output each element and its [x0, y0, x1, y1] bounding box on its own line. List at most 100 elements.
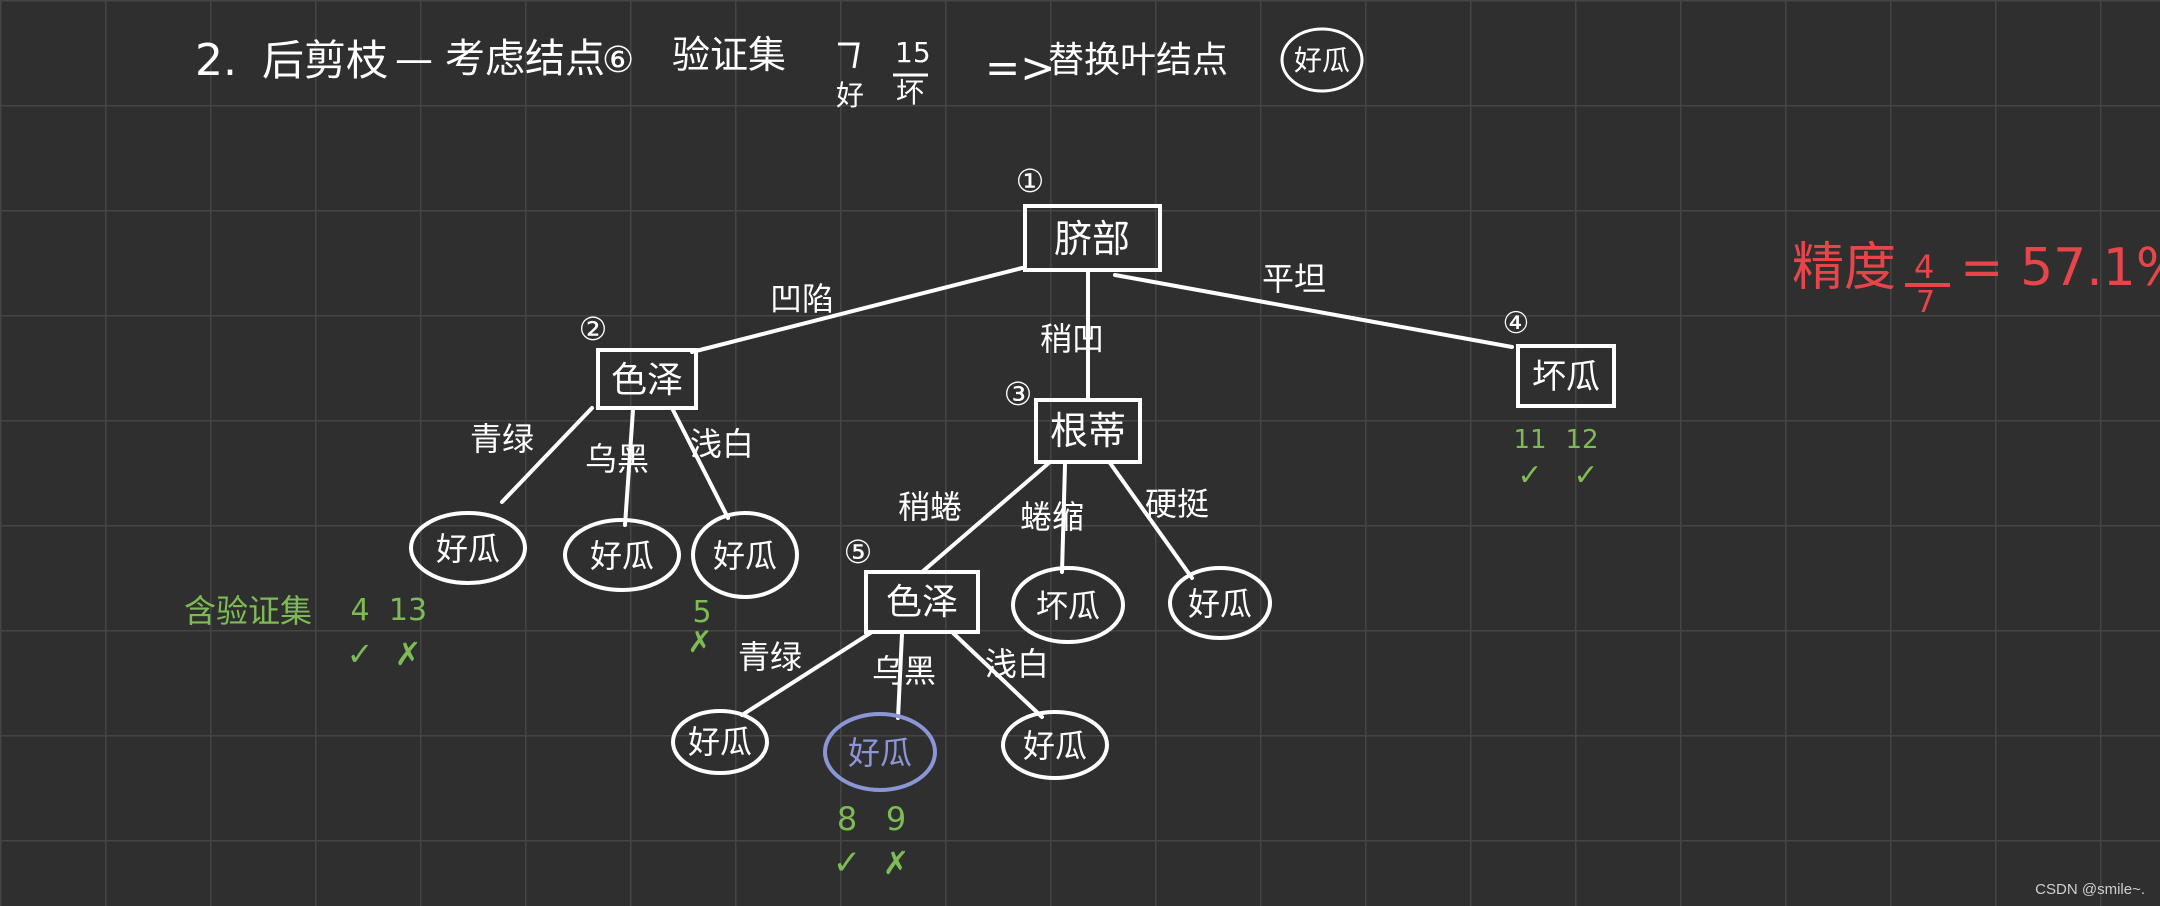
tree-node-4: ④ 坏瓜 [1503, 306, 1616, 408]
tree-node-5: ⑤ 色泽 [844, 533, 980, 634]
header-val-set: 验证集 [672, 33, 786, 77]
validation-label: 含验证集 [184, 592, 312, 630]
leaf-label-5: 好瓜 [1188, 585, 1252, 623]
leaf-label-3: 好瓜 [713, 537, 777, 575]
validation-mark-12: ✓ [1573, 458, 1598, 493]
edge-n3-l4 [1060, 463, 1067, 574]
tree-leaves: 好瓜 好瓜 好瓜 坏瓜 好瓜 好瓜 好瓜 好瓜 [409, 511, 1272, 792]
leaf-2: 好瓜 [563, 518, 681, 592]
node-label-4: 坏瓜 [1532, 357, 1600, 397]
leaf-8: 好瓜 [1001, 710, 1109, 780]
node-label-2: 色泽 [611, 360, 683, 401]
leaf-label-8: 好瓜 [1023, 727, 1087, 765]
header-replace: 替换叶结点 [1048, 40, 1228, 81]
validation-id-13: 13 [389, 593, 427, 628]
edge-label-qinglv-2: 青绿 [738, 638, 802, 676]
leaf-label-6: 好瓜 [688, 723, 752, 761]
leaf-ellipse-2 [563, 518, 681, 592]
node-box-3 [1034, 398, 1142, 464]
validation-annotations: 含验证集 4 13 ✓ ✗ 5 ✗ 8 9 ✓ ✗ 11 12 ✓ ✓ [184, 425, 1599, 883]
node-label-1: 脐部 [1054, 217, 1130, 261]
tree-node-1: ① 脐部 [1016, 162, 1162, 272]
edge-label-wuhei-2: 乌黑 [872, 652, 936, 690]
leaf-label-7: 好瓜 [848, 734, 912, 772]
leaf-1: 好瓜 [409, 511, 527, 585]
leaf-7-highlighted: 好瓜 [823, 712, 937, 792]
validation-mark-8: ✓ [833, 843, 862, 883]
edge-n1-n2 [690, 266, 1024, 354]
node-label-5: 色泽 [886, 582, 958, 623]
node-number-2: ② [579, 310, 608, 348]
precision-numerator: 4 [1914, 248, 1934, 286]
header-arrow: => [985, 43, 1055, 92]
validation-id-8: 8 [837, 800, 857, 838]
edge-label-shaoao: 稍凹 [1040, 320, 1104, 358]
validation-id-5: 5 [692, 595, 711, 630]
validation-id-11: 11 [1513, 425, 1546, 455]
validation-mark-13: ✗ [395, 635, 422, 673]
edge-n5-l6 [740, 630, 874, 717]
header-count-good: 15 [895, 36, 931, 69]
header-leaf-ellipse [1280, 27, 1364, 93]
header-count-bad: 好 [836, 79, 864, 112]
header-dash: — [395, 37, 433, 81]
leaf-ellipse-6 [671, 709, 769, 775]
header-consider: 考虑结点 [445, 36, 605, 82]
validation-mark-5: ✗ [687, 625, 712, 660]
edge-n2-l1 [500, 406, 594, 504]
precision-denominator: 7 [1916, 285, 1935, 320]
leaf-label-2: 好瓜 [590, 537, 654, 575]
node-number-1: ① [1016, 162, 1045, 200]
edge-n1-n4 [1113, 273, 1514, 349]
edge-n5-l7 [896, 632, 904, 720]
leaf-label-4: 坏瓜 [1036, 587, 1100, 625]
leaf-3: 好瓜 [691, 511, 799, 599]
edge-n5-l8 [950, 630, 1044, 719]
edge-label-pingtan: 平坦 [1262, 260, 1326, 298]
edge-label-shaoquan: 稍蜷 [898, 488, 962, 526]
leaf-ellipse-5 [1168, 566, 1272, 640]
edge-label-qianbai-1: 浅白 [690, 425, 754, 463]
edge-label-wuhei-1: 乌黑 [585, 440, 649, 478]
edge-n3-l5 [1108, 461, 1194, 580]
leaf-6: 好瓜 [671, 709, 769, 775]
tree-edges [500, 266, 1514, 720]
precision-value: = 57.1% [1960, 238, 2160, 298]
tree-node-2: ② 色泽 [579, 310, 698, 410]
header-node-ref: ⑥ [602, 40, 634, 81]
header-title: 后剪枝 [262, 36, 388, 85]
header-bracket [838, 42, 860, 69]
leaf-ellipse-7 [823, 712, 937, 792]
header: 2. 后剪枝 — 考虑结点 ⑥ 验证集 15 好 坏 => 替换叶结点 好瓜 [195, 27, 1364, 112]
node-number-3: ③ [1004, 375, 1033, 413]
node-box-1 [1023, 204, 1162, 272]
leaf-5: 好瓜 [1168, 566, 1272, 640]
validation-id-12: 12 [1565, 425, 1598, 455]
header-leaf-label: 好瓜 [1294, 44, 1350, 77]
tree-node-3: ③ 根蒂 [1004, 375, 1142, 464]
header-index: 2. [195, 35, 237, 86]
node-box-4 [1516, 344, 1616, 408]
validation-mark-9: ✗ [883, 844, 910, 882]
edge-n3-n5 [920, 460, 1052, 574]
tree-nodes: ① 脐部 ② 色泽 ③ 根蒂 ④ 坏瓜 ⑤ 色泽 [579, 162, 1616, 634]
edge-n2-l2 [623, 408, 635, 527]
edge-label-aoxian: 凹陷 [770, 280, 834, 318]
leaf-ellipse-3 [691, 511, 799, 599]
node-box-5 [864, 570, 980, 634]
precision-label: 精度 [1792, 238, 1896, 298]
node-label-3: 根蒂 [1050, 409, 1126, 453]
edge-n2-l3 [670, 406, 730, 520]
edge-label-qinglv-1: 青绿 [470, 420, 534, 458]
validation-mark-11: ✓ [1517, 458, 1542, 493]
edge-label-qianbai-2: 浅白 [985, 645, 1049, 683]
node-number-5: ⑤ [844, 533, 873, 571]
edge-label-yingting: 硬挺 [1145, 485, 1209, 523]
leaf-label-1: 好瓜 [436, 530, 500, 568]
validation-id-9: 9 [886, 800, 906, 838]
edge-label-quansuo: 蜷缩 [1020, 498, 1084, 536]
node-box-2 [596, 348, 698, 410]
leaf-4: 坏瓜 [1011, 566, 1125, 644]
